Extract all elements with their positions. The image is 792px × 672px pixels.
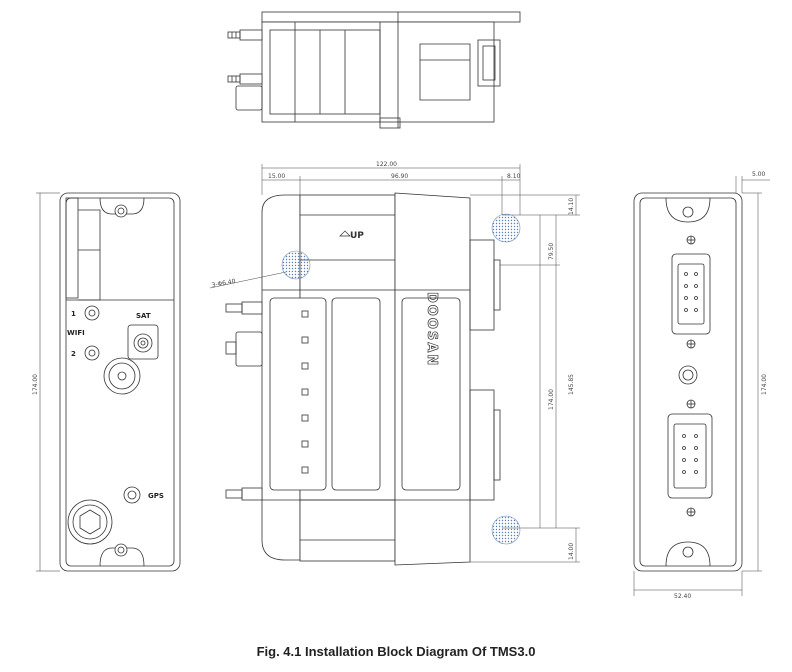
drawing-canvas: 1 WIFI 2 SAT GPS 174.00 [32,11,770,600]
led-panel [269,297,327,491]
right-connector-1 [671,253,711,335]
up-label: UP [350,231,364,241]
right-panel [401,297,461,491]
dim-hole-span: 145.85 [568,374,575,395]
front-connector-3 [225,487,263,501]
led-indicators [301,310,309,474]
dim-hole-diameter: 3-Φ6.40 [211,278,236,289]
dim-bottom-offset: 14.00 [568,543,575,560]
dim-seg-mid: 96.90 [391,173,408,180]
middle-panel [331,297,381,491]
right-connector-2 [667,413,713,499]
dim-top-offset: 14.10 [568,198,575,215]
wifi-label: WIFI [67,329,85,337]
right-top-dim: 5.00 [752,171,766,178]
mount-hole-mark-3 [491,515,521,545]
right-width-dim: 52.40 [674,593,691,600]
mount-hole-mark-2 [491,213,521,243]
front-connector-2 [225,331,263,367]
wifi-port-1-label: 1 [71,310,76,318]
right-view [633,176,770,596]
brand-logo: DOOSAN [424,292,439,367]
front-view [209,164,580,566]
dim-seg-right: 8.10 [507,173,521,180]
wifi-port-2-label: 2 [71,350,76,358]
front-connector-1 [225,301,263,315]
dim-height: 174.00 [548,389,555,410]
top-connector-2 [227,73,263,85]
dim-upper-span: 79.50 [548,243,555,260]
figure-caption: Fig. 4.1 Installation Block Diagram Of T… [256,644,536,659]
mount-hole-mark-1 [281,250,311,280]
right-height-dim: 174.00 [761,374,768,395]
gps-label: GPS [148,492,164,500]
up-arrow-icon [339,230,351,237]
left-view [36,192,181,572]
top-connector-1 [227,29,263,41]
dim-seg-left: 15.00 [268,173,285,180]
dim-overall-width: 122.00 [376,161,397,168]
installation-drawing: 1 WIFI 2 SAT GPS 174.00 [32,11,770,600]
sat-label: SAT [136,312,151,320]
top-view [227,11,521,129]
left-height-dim: 174.00 [32,374,39,395]
